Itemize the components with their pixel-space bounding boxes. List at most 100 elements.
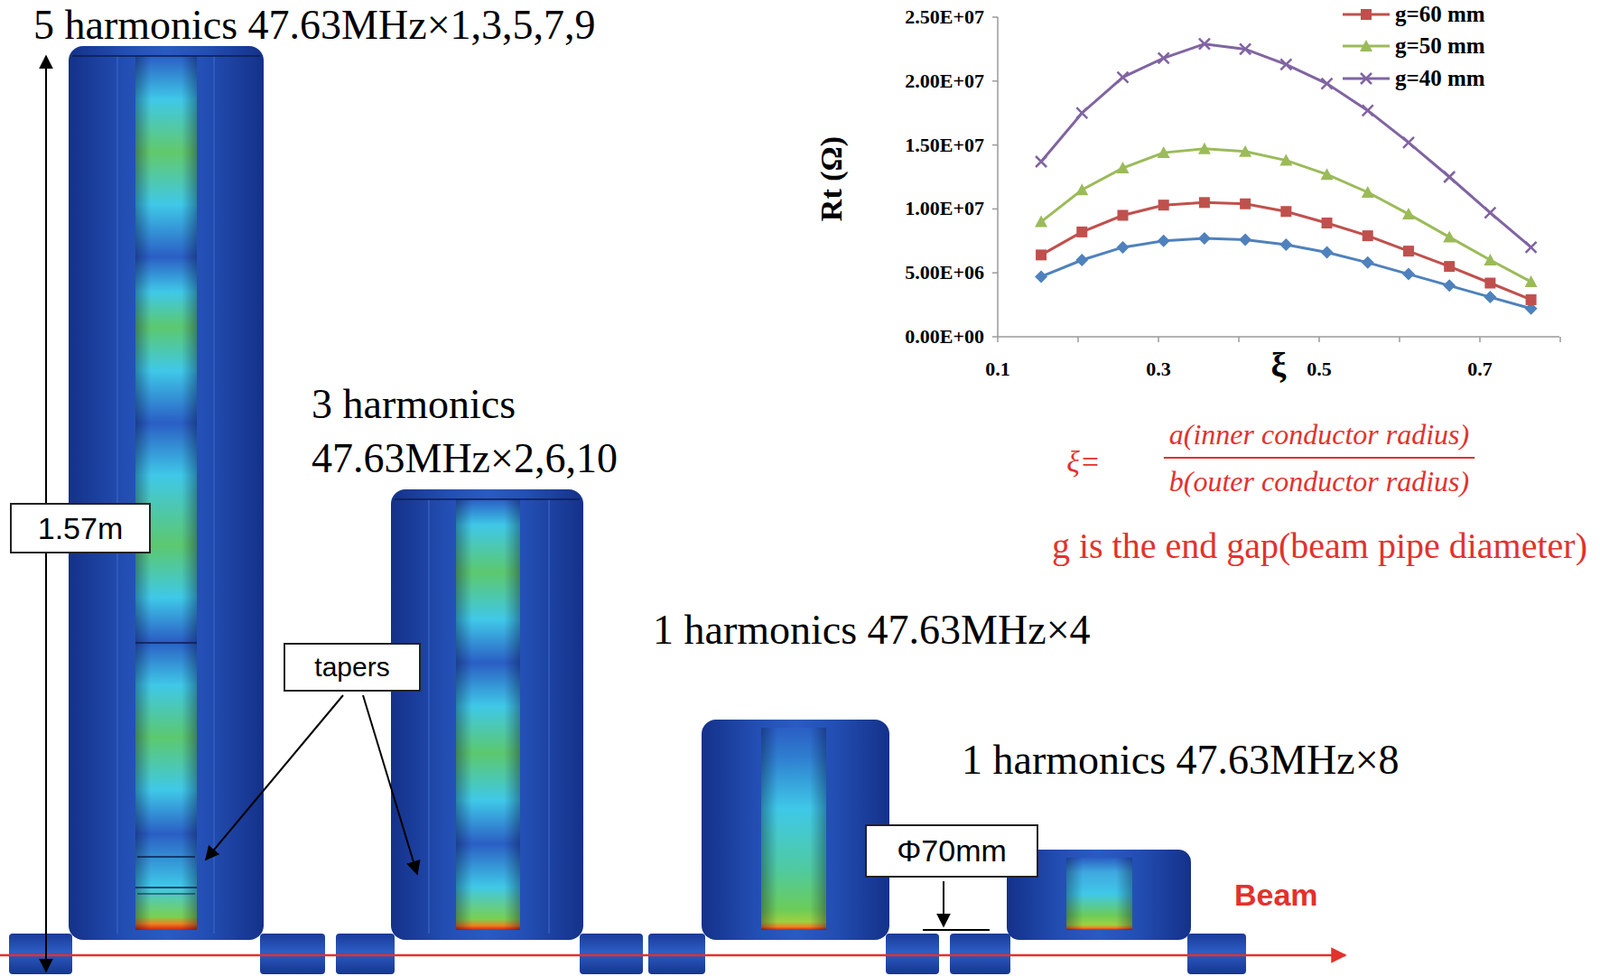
cavity-label: 3 harmonics 47.63MHz×2,6,10 bbox=[311, 377, 673, 486]
data-marker bbox=[1116, 161, 1129, 174]
x-tick bbox=[1398, 336, 1401, 343]
data-marker bbox=[1525, 294, 1537, 306]
cavity-5-harmonic bbox=[68, 46, 264, 940]
tick-label: 0.5 bbox=[1306, 357, 1332, 381]
legend-text: g=60 mm bbox=[1395, 1, 1486, 28]
tick-label: 0.1 bbox=[985, 357, 1011, 381]
cavity-label: 1 harmonics 47.63MHz×4 bbox=[652, 606, 1091, 655]
data-marker bbox=[1361, 256, 1375, 270]
legend-text: g=40 mm bbox=[1395, 65, 1486, 92]
leader-line bbox=[205, 695, 344, 860]
data-marker bbox=[1360, 9, 1372, 20]
formula-symbol: ξ= bbox=[1066, 444, 1101, 480]
data-marker bbox=[1280, 205, 1292, 217]
formula-denominator: b(outer conductor radius) bbox=[1169, 465, 1470, 499]
formula-numerator: a(inner conductor radius) bbox=[1169, 418, 1470, 452]
data-marker bbox=[1360, 73, 1372, 84]
data-marker bbox=[1116, 209, 1128, 221]
data-marker bbox=[1362, 230, 1374, 242]
x-tick bbox=[996, 336, 999, 343]
data-marker bbox=[1525, 275, 1538, 288]
y-tick bbox=[992, 16, 998, 19]
data-series bbox=[1041, 238, 1532, 309]
data-marker bbox=[1403, 137, 1414, 149]
data-marker bbox=[1035, 156, 1047, 168]
data-marker bbox=[1484, 207, 1496, 219]
tick-label: 1.50E+07 bbox=[904, 133, 985, 157]
data-marker bbox=[1442, 279, 1456, 292]
data-marker bbox=[1034, 269, 1048, 283]
data-marker bbox=[1359, 39, 1373, 52]
x-tick bbox=[1077, 336, 1080, 343]
x-tick bbox=[1157, 336, 1160, 343]
data-marker bbox=[1442, 231, 1456, 243]
tick-label: 0.7 bbox=[1467, 357, 1493, 381]
data-marker bbox=[1483, 290, 1497, 304]
cavity-label: 1 harmonics 47.63MHz×8 bbox=[961, 736, 1400, 785]
data-marker bbox=[1320, 167, 1334, 180]
data-marker bbox=[1402, 207, 1415, 220]
legend-text: g=50 mm bbox=[1395, 33, 1486, 59]
y-tick bbox=[992, 271, 998, 274]
data-marker bbox=[1321, 217, 1333, 229]
fraction-bar bbox=[1163, 456, 1475, 459]
box-text: 1.57m bbox=[37, 511, 124, 547]
cavity-label: 5 harmonics 47.63MHz×1,3,5,7,9 bbox=[33, 1, 596, 50]
diameter-dimension bbox=[922, 929, 990, 931]
data-marker bbox=[1321, 78, 1333, 90]
x-tick bbox=[1237, 336, 1240, 343]
data-marker bbox=[1157, 234, 1171, 248]
data-series bbox=[1041, 202, 1532, 300]
data-marker bbox=[1320, 246, 1334, 260]
data-marker bbox=[1238, 145, 1252, 158]
data-marker bbox=[1239, 43, 1251, 55]
tick-label: 5.00E+06 bbox=[904, 261, 985, 285]
data-marker bbox=[1239, 198, 1251, 210]
beam-label: Beam bbox=[1234, 877, 1319, 913]
data-marker bbox=[1443, 171, 1455, 183]
cavity-3-harmonic bbox=[390, 489, 584, 940]
y-tick bbox=[992, 144, 998, 147]
x-tick bbox=[1318, 336, 1321, 343]
diameter-leader bbox=[942, 881, 945, 927]
y-tick bbox=[992, 335, 998, 338]
data-marker bbox=[1362, 104, 1374, 116]
data-marker bbox=[1279, 238, 1293, 252]
tick-label: 1.00E+07 bbox=[904, 197, 985, 221]
data-marker bbox=[1034, 215, 1048, 228]
data-marker bbox=[1157, 146, 1171, 159]
axis-title: Rt (Ω) bbox=[813, 136, 849, 222]
data-marker bbox=[1198, 142, 1211, 155]
beam-arrow bbox=[0, 954, 1346, 958]
cavity-4th-harmonic bbox=[701, 719, 890, 940]
axis-title: ξ bbox=[1271, 345, 1287, 386]
box-text: tapers bbox=[314, 651, 390, 683]
data-marker bbox=[1199, 196, 1210, 208]
x-axis bbox=[997, 335, 1560, 338]
data-marker bbox=[1443, 260, 1455, 272]
data-marker bbox=[1158, 199, 1170, 211]
data-marker bbox=[1280, 58, 1292, 70]
data-series bbox=[1041, 44, 1532, 248]
data-marker bbox=[1403, 245, 1414, 257]
data-marker bbox=[1361, 186, 1375, 198]
data-marker bbox=[1198, 232, 1211, 245]
x-tick bbox=[1559, 336, 1562, 343]
callout-box: tapers bbox=[283, 642, 421, 692]
data-marker bbox=[1076, 107, 1088, 119]
data-marker bbox=[1199, 38, 1210, 50]
data-marker bbox=[1116, 241, 1129, 254]
data-marker bbox=[1075, 183, 1089, 196]
data-marker bbox=[1525, 241, 1537, 253]
data-marker bbox=[1075, 253, 1089, 267]
y-tick bbox=[992, 208, 998, 211]
x-tick bbox=[1479, 336, 1481, 343]
data-marker bbox=[1279, 154, 1293, 167]
data-series bbox=[1041, 148, 1532, 282]
data-marker bbox=[1035, 249, 1047, 261]
data-marker bbox=[1402, 268, 1415, 281]
y-tick bbox=[992, 80, 998, 83]
tick-label: 2.50E+07 bbox=[904, 5, 985, 28]
data-marker bbox=[1076, 226, 1088, 238]
dimension-box: 1.57m bbox=[9, 502, 151, 554]
